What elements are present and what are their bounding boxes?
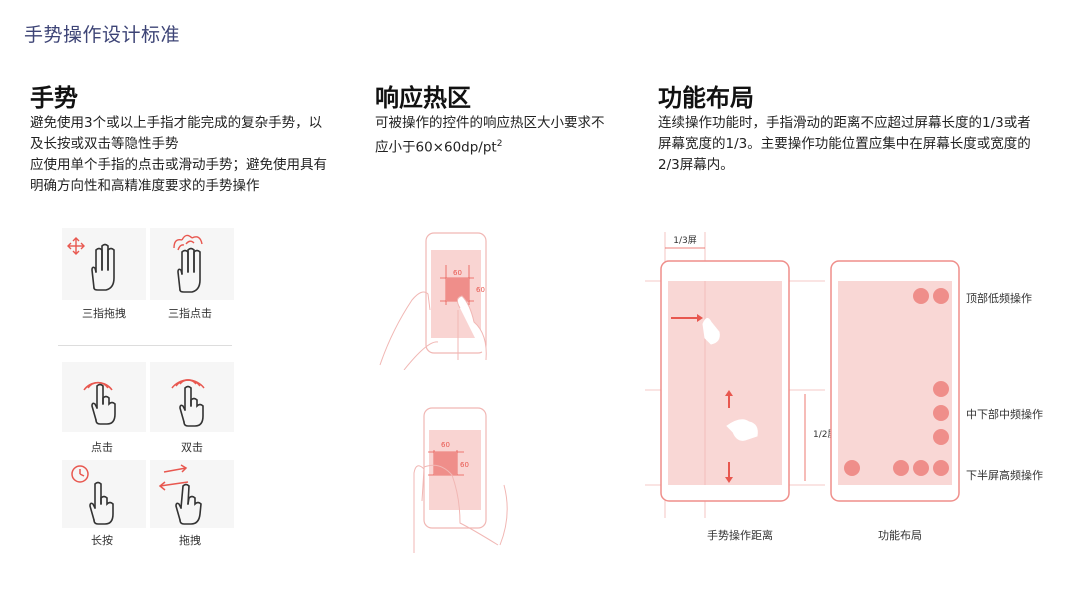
gesture-desc-line: 避免使用3个或以上手指才能完成的复杂手势，以 — [30, 115, 323, 131]
gesture-label-three-finger-tap: 三指点击 — [168, 307, 212, 320]
hotzone-title: 响应热区 — [375, 84, 471, 112]
layout-desc-line: 2/3屏幕内。 — [658, 157, 734, 173]
hotzone-width-label: 60 — [453, 269, 462, 277]
hotzone-width-label: 60 — [441, 441, 450, 449]
zone-label-top: 顶部低频操作 — [966, 292, 1032, 305]
gesture-desc-line: 应使用单个手指的点击或滑动手势；避免使用具有 — [30, 157, 327, 173]
gesture-label-double-tap: 双击 — [181, 441, 203, 454]
tile-background — [150, 228, 234, 300]
layout-title: 功能布局 — [658, 84, 754, 112]
hotzone-desc-size: 应小于60×60dp/pt — [375, 139, 497, 156]
layout-desc-line: 屏幕宽度的1/3。主要操作功能位置应集中在屏幕长度或宽度的 — [658, 136, 1031, 152]
gesture-label-drag: 拖拽 — [179, 534, 201, 547]
one-third-screen-label: 1/3屏 — [673, 235, 697, 246]
double-tap-icon — [171, 379, 205, 427]
zone-label-middle: 中下部中频操作 — [966, 408, 1043, 421]
half-screen-label: 1/2屏 — [813, 429, 837, 440]
zone-label-bottom: 下半屏高频操作 — [966, 469, 1043, 482]
three-finger-drag-icon — [67, 237, 115, 291]
hotzone-desc-line: 应小于60×60dp/pt2 — [375, 134, 635, 159]
hotzone-phone-illustration: 60 60 — [379, 232, 487, 370]
hotzone-description: 可被操作的控件的响应热区大小要求不 应小于60×60dp/pt2 — [375, 113, 635, 159]
long-press-icon — [71, 465, 114, 525]
tile-background — [62, 460, 146, 528]
tap-icon — [83, 381, 116, 425]
hotzone-desc-superscript: 2 — [496, 139, 503, 149]
page-title: 手势操作设计标准 — [24, 24, 181, 46]
gesture-label-long-press: 长按 — [91, 534, 113, 547]
hotzone-height-label: 60 — [476, 286, 485, 294]
gesture-title: 手势 — [30, 84, 78, 112]
caption-function-layout: 功能布局 — [878, 529, 922, 542]
gesture-divider — [58, 345, 232, 346]
hotzone-height-label: 60 — [460, 461, 469, 469]
three-finger-tap-icon — [173, 234, 203, 293]
hotzone-desc-line: 可被操作的控件的响应热区大小要求不 — [375, 115, 605, 131]
gesture-description: 避免使用3个或以上手指才能完成的复杂手势，以 及长按或双击等隐性手势 应使用单个… — [30, 113, 350, 197]
caption-gesture-distance: 手势操作距离 — [707, 529, 773, 542]
gesture-label-three-finger-drag: 三指拖拽 — [82, 307, 126, 320]
tile-background — [150, 362, 234, 432]
gesture-desc-line: 及长按或双击等隐性手势 — [30, 136, 179, 152]
layout-description: 连续操作功能时，手指滑动的距离不应超过屏幕长度的1/3或者 屏幕宽度的1/3。主… — [658, 113, 1068, 176]
gesture-desc-line: 明确方向性和高精准度要求的手势操作 — [30, 178, 260, 194]
drag-icon — [158, 464, 202, 525]
layout-desc-line: 连续操作功能时，手指滑动的距离不应超过屏幕长度的1/3或者 — [658, 115, 1031, 131]
gesture-label-tap: 点击 — [91, 441, 113, 454]
hotzone-phone-illustration: 60 60 — [413, 407, 508, 553]
layout-diagram: 1/3屏 1/2屏 — [645, 232, 960, 518]
